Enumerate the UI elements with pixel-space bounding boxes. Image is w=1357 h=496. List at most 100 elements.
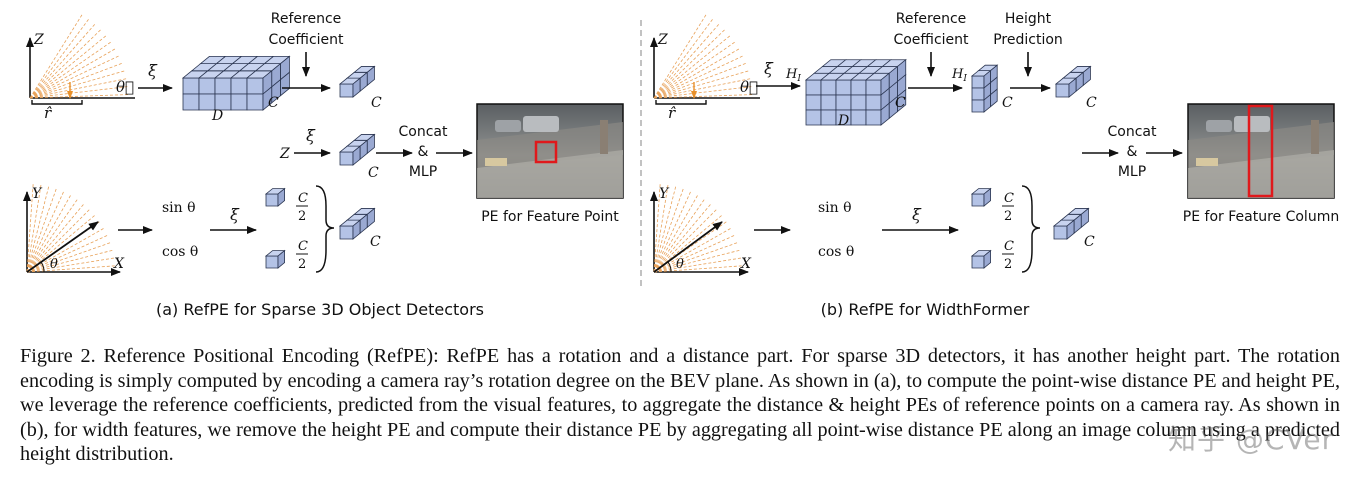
camera-ray	[653, 234, 737, 273]
ref-coeff-line2-right: Coefficient	[893, 32, 969, 48]
camera-ray	[653, 202, 713, 273]
cube-face	[182, 77, 200, 95]
cube-stack-top	[338, 65, 376, 98]
camera-ray	[29, 40, 113, 99]
cube-face	[983, 187, 991, 207]
camera-ray	[29, 94, 130, 99]
cube-face	[182, 93, 200, 111]
Z-input-label: Z	[279, 146, 290, 162]
cube-block-D-C	[181, 55, 291, 111]
left-panel: Z θ⃗ r̂ ξ D C Reference Coefficient C Z …	[23, 11, 624, 319]
cube-face	[820, 79, 837, 96]
cube-face	[990, 88, 998, 108]
camera-ray-fan-bottom	[23, 182, 121, 276]
camera-ray	[29, 70, 127, 99]
camera-ray	[653, 257, 743, 273]
xi-label-top-right: ξ	[764, 59, 774, 78]
ref-coeff-line1: Reference	[271, 11, 342, 27]
camera-ray	[26, 208, 91, 273]
cube-stack-mid	[338, 133, 376, 166]
camera-ray	[29, 28, 103, 99]
camera-ray	[653, 227, 733, 273]
cube-face	[971, 193, 985, 207]
cube-stack-trig	[338, 207, 376, 240]
camera-ray	[653, 182, 661, 273]
camera-ray	[653, 77, 753, 99]
camera-ray	[653, 94, 754, 99]
cos-label-left: cos θ	[162, 244, 198, 260]
small-cube-cos	[264, 249, 286, 269]
cube-face	[246, 93, 264, 111]
cube-face	[1055, 83, 1070, 98]
small-cube-sin-right	[970, 187, 992, 207]
cos-label-right: cos θ	[818, 244, 854, 260]
image-label-right: PE for Feature Column	[1183, 209, 1339, 225]
concat-line3: MLP	[409, 164, 437, 180]
theta-vec-label: θ⃗	[116, 78, 134, 96]
r-hat-label: r̂	[44, 104, 52, 122]
fraction-top-right: C 2	[1002, 191, 1014, 224]
cube-face	[265, 193, 279, 207]
xi-label-z: ξ	[306, 126, 316, 145]
cube-face	[805, 94, 822, 111]
camera-ray	[653, 28, 727, 99]
fraction-bottom-right: C 2	[1002, 239, 1014, 272]
camera-ray	[653, 213, 724, 273]
C-label-stack-mid: C	[368, 165, 379, 181]
camera-ray	[29, 34, 108, 99]
theta-angle-label-right: θ	[676, 257, 684, 272]
cube-face	[835, 79, 852, 96]
cube-face	[865, 94, 882, 111]
camera-ray	[29, 22, 97, 99]
cube-face	[1082, 65, 1091, 87]
axis-z-label: Z	[33, 32, 44, 48]
camera-ray	[29, 54, 121, 99]
camera-ray	[653, 70, 751, 99]
r-hat-label-right: r̂	[668, 104, 676, 122]
svg-text:C: C	[1004, 239, 1014, 254]
cube-face	[983, 249, 991, 269]
camera-ray	[26, 249, 115, 273]
cube-face	[277, 249, 286, 269]
camera-ray-fan-top	[26, 12, 135, 105]
camera-ray	[26, 182, 34, 273]
camera-ray	[26, 197, 79, 273]
svg-text:C: C	[298, 191, 308, 206]
xi-label-trig-right: ξ	[912, 205, 922, 224]
camera-ray	[26, 183, 42, 273]
camera-ray-fan-bottom-right	[650, 182, 749, 276]
HI-label-1: HI	[785, 67, 801, 84]
camera-ray	[653, 189, 692, 273]
cube-stack-trig-right	[1052, 207, 1090, 240]
D-label: D	[211, 108, 223, 124]
cube-face	[865, 109, 882, 126]
cube-face	[230, 93, 248, 111]
HI-label-2: HI	[951, 67, 967, 84]
camera-ray	[26, 227, 106, 273]
camera-ray	[29, 12, 84, 99]
fraction-bottom-left: C 2	[296, 239, 308, 272]
cube-block-HI-D-C	[804, 58, 907, 126]
xi-label-top: ξ	[148, 61, 158, 80]
cube-face	[1080, 207, 1089, 229]
cube-face	[850, 79, 867, 96]
C-label-stack-top-right: C	[1086, 95, 1097, 111]
camera-ray	[26, 189, 65, 273]
cube-face	[214, 77, 232, 95]
cube-face	[850, 109, 867, 126]
brace-left	[315, 185, 335, 273]
camera-ray	[26, 241, 113, 273]
camera-ray	[26, 234, 110, 273]
sin-label-left: sin θ	[162, 200, 196, 216]
cube-face	[820, 109, 837, 126]
camera-ray	[653, 208, 718, 273]
cube-face	[1053, 225, 1068, 240]
concat-line1-right: Concat	[1108, 124, 1157, 140]
axis-x-label: X	[113, 256, 125, 272]
cube-face	[835, 94, 852, 111]
street-image-left	[476, 103, 624, 199]
right-panel: Z θ⃗ r̂ ξ HI D C Reference Coefficient H…	[650, 11, 1339, 319]
small-cube-sin	[264, 187, 286, 207]
camera-ray	[653, 34, 732, 99]
axis-y-label: Y	[32, 186, 43, 202]
